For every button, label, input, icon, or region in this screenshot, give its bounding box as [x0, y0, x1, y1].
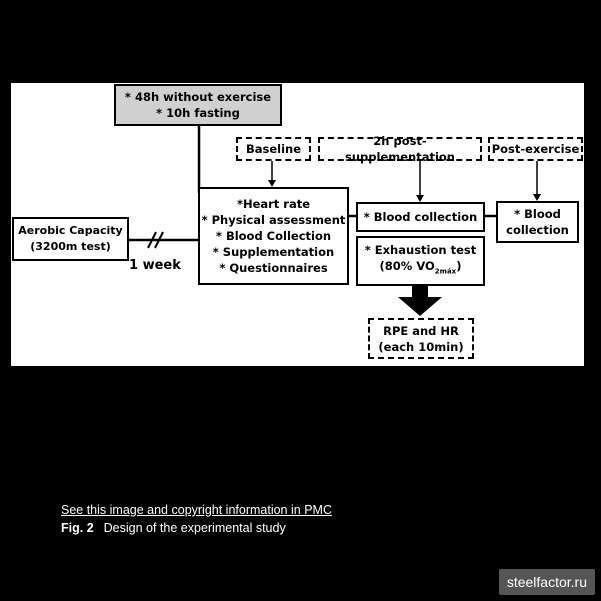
pmc-copyright-link[interactable]: See this image and copyright information…	[61, 503, 332, 517]
baseline-label: Baseline	[236, 137, 311, 161]
rpe-hr-box: RPE and HR (each 10min)	[368, 318, 474, 359]
baseline-label-text: Baseline	[245, 142, 302, 156]
post-blood-line-2: collection	[506, 223, 569, 237]
figure-caption-text: Design of the experimental study	[103, 521, 286, 535]
pre-condition-1: * 48h without exercise	[124, 90, 272, 104]
exhaustion-intensity: (80% VO2máx)	[380, 258, 462, 279]
procedure-item: * Physical assessment	[201, 213, 346, 227]
pre-condition-2: * 10h fasting	[156, 106, 240, 120]
rpe-line-2: (each 10min)	[378, 339, 464, 354]
figure-caption: Fig. 2 Design of the experimental study	[61, 521, 286, 535]
post-supplementation-label: 2h post-supplementation	[318, 134, 482, 164]
aerobic-title: Aerobic Capacity	[18, 224, 123, 237]
exhaustion-intensity-subscript: 2máx	[434, 267, 457, 276]
figure-label: Fig. 2	[61, 521, 94, 535]
post-exercise-label: Post-exercise	[488, 137, 583, 161]
blood-collection-text: * Blood collection	[363, 210, 478, 224]
baseline-procedures-box: *Heart rate * Physical assessment * Bloo…	[198, 187, 349, 285]
interval-label: 1 week	[129, 258, 181, 273]
post-exercise-label-text: Post-exercise	[491, 142, 580, 156]
exhaustion-test-box: * Exhaustion test (80% VO2máx)	[356, 236, 485, 286]
procedure-item: *Heart rate	[236, 197, 311, 211]
post-exercise-blood-box: * Blood collection	[496, 201, 579, 243]
exhaustion-intensity-prefix: (80% VO	[379, 259, 435, 274]
procedure-item: * Supplementation	[212, 245, 335, 259]
post-supplementation-label-text: 2h post-supplementation	[345, 134, 455, 164]
watermark-badge: steelfactor.ru	[498, 569, 595, 595]
procedure-item: * Blood Collection	[215, 229, 332, 243]
pre-conditions-box: * 48h without exercise * 10h fasting	[114, 84, 282, 126]
aerobic-capacity-box: Aerobic Capacity (3200m test)	[12, 217, 129, 261]
blood-collection-box: * Blood collection	[356, 202, 485, 232]
rpe-line-1: RPE and HR	[383, 323, 459, 338]
exhaustion-intensity-suffix: )	[456, 259, 462, 274]
exhaustion-title: * Exhaustion test	[364, 243, 477, 258]
post-blood-line-1: * Blood	[514, 207, 561, 221]
aerobic-subtitle: (3200m test)	[30, 240, 111, 253]
procedure-item: * Questionnaires	[219, 261, 328, 275]
